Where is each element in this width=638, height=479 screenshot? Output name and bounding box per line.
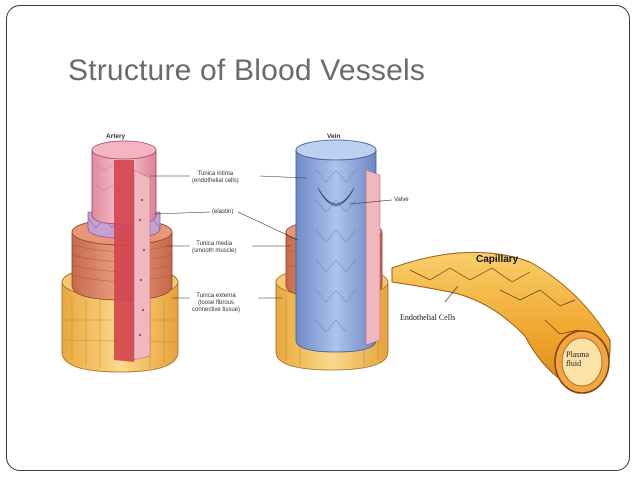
elastin-label: (elastin) (212, 209, 234, 215)
tunica-externa-label: Tunica externa (loose fibrous connective… (192, 293, 241, 313)
leader-lines (150, 175, 459, 303)
endothelial-cells-label: Endothelial Cells (400, 313, 456, 322)
vein-label: Vein (327, 133, 341, 140)
tunica-intima-label: Tunica intima (endothelial cells) (192, 171, 239, 184)
tunica-media-label: Tunica media (smooth muscle) (192, 241, 237, 254)
artery-label: Artery (106, 133, 126, 140)
artery-illustration (61, 140, 179, 373)
capillary-label: Capillary (476, 254, 519, 265)
vein-illustration (275, 139, 389, 371)
valve-label: Valve (394, 197, 409, 203)
slide-title: Structure of Blood Vessels (68, 54, 426, 87)
capillary-illustration (391, 251, 611, 394)
plasma-fluid-label: Plasma fluid (566, 350, 590, 368)
